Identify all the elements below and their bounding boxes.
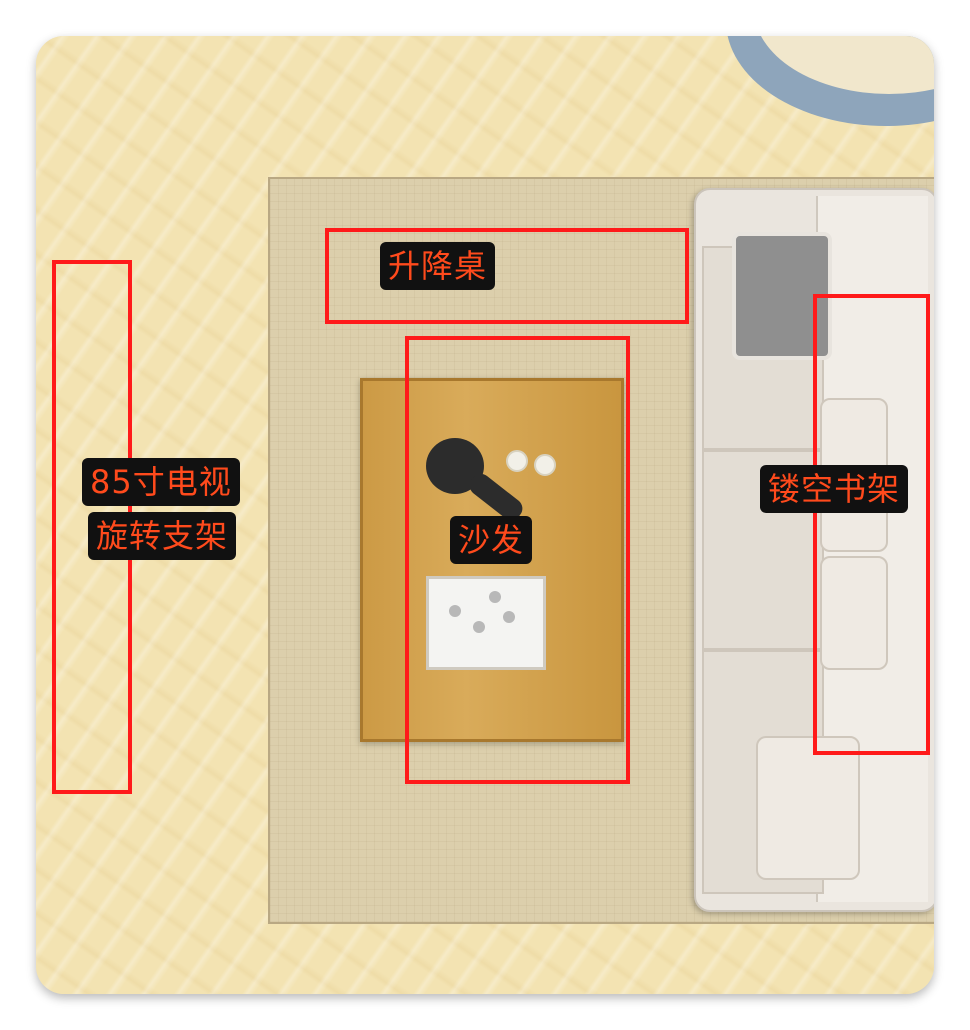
bookshelf-label: 镂空书架 — [760, 465, 909, 513]
tray-item — [449, 605, 461, 617]
cups-icon — [506, 450, 528, 472]
tv-label: 85寸电视 — [82, 458, 240, 506]
tray-item — [489, 591, 501, 603]
pillow — [820, 556, 888, 670]
tray-item — [473, 621, 485, 633]
cup-icon — [534, 454, 556, 476]
desk-annotation-box — [325, 228, 689, 324]
sofa-label: 沙发 — [450, 516, 533, 564]
sofa-annotation-box — [405, 336, 630, 784]
floor-plan-card — [36, 36, 934, 994]
bookshelf-annotation-box — [813, 294, 930, 755]
tray-icon — [426, 576, 546, 670]
tv-mount-label: 旋转支架 — [88, 512, 237, 560]
desk-label: 升降桌 — [380, 242, 496, 290]
tray-item — [503, 611, 515, 623]
pillow — [756, 736, 860, 880]
